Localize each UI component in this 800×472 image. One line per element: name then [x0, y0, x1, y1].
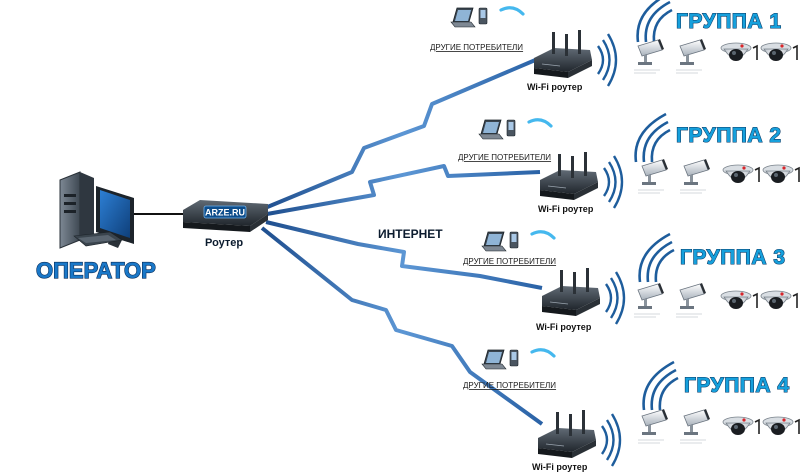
- wifi-router-icon-2: [538, 150, 624, 210]
- wifi-router-icon-1: [532, 28, 618, 88]
- bullet-camera-icon-3b: [675, 282, 707, 318]
- dome-camera-icon-4a: [722, 416, 760, 436]
- wifi-router-icon-4: [536, 408, 622, 468]
- bullet-camera-icon-1a: [633, 38, 665, 74]
- group-title-2: ГРУППА 2: [676, 124, 782, 147]
- dome-camera-icon-2a: [722, 164, 760, 184]
- wireless-waves-icon-4: [642, 360, 679, 411]
- dome-camera-icon-1a: [720, 42, 758, 62]
- internet-label: ИНТЕРНЕТ: [378, 227, 443, 241]
- wireless-waves-icon-1: [636, 0, 673, 43]
- router-label: Роутер: [205, 237, 243, 249]
- internet-link-4: [260, 226, 544, 426]
- wifi-label-4: Wi-Fi роутер: [532, 462, 588, 472]
- consumers-label-3: ДРУГИЕ ПОТРЕБИТЕЛИ: [463, 257, 556, 266]
- bullet-camera-icon-2a: [637, 158, 669, 194]
- group-3: ДРУГИЕ ПОТРЕБИТЕЛИ Wi-Fi роутер ГРУППА 3: [463, 230, 798, 332]
- group-title-1: ГРУППА 1: [676, 10, 782, 33]
- group-title-3: ГРУППА 3: [680, 246, 786, 269]
- wifi-router-icon-3: [540, 266, 626, 326]
- wifi-label-3: Wi-Fi роутер: [536, 322, 592, 332]
- router-brand: ARZE.RU: [205, 208, 245, 218]
- wireless-waves-icon-3: [638, 232, 675, 283]
- internet-link-1: [264, 56, 541, 210]
- group-4: ДРУГИЕ ПОТРЕБИТЕЛИ Wi-Fi роутер ГРУППА 4: [463, 348, 800, 472]
- consumers-label-2: ДРУГИЕ ПОТРЕБИТЕЛИ: [458, 153, 551, 162]
- bullet-camera-icon-4b: [679, 408, 711, 444]
- consumer-devices-1: [449, 6, 525, 29]
- dome-camera-icon-2b: [762, 164, 800, 184]
- dome-camera-icon-1b: [760, 42, 798, 62]
- router-icon: [183, 200, 268, 232]
- consumers-label-4: ДРУГИЕ ПОТРЕБИТЕЛИ: [463, 381, 556, 390]
- dome-camera-icon-3b: [760, 290, 798, 310]
- group-2: ДРУГИЕ ПОТРЕБИТЕЛИ Wi-Fi роутер ГРУППА 2: [458, 112, 800, 214]
- bullet-camera-icon-3a: [633, 282, 665, 318]
- wifi-label-1: Wi-Fi роутер: [527, 82, 583, 92]
- internet-link-3: [265, 220, 543, 290]
- bullet-camera-icon-2b: [679, 158, 711, 194]
- consumer-devices-3: [480, 230, 556, 253]
- consumers-label-1: ДРУГИЕ ПОТРЕБИТЕЛИ: [430, 43, 523, 52]
- wifi-label-2: Wi-Fi роутер: [538, 204, 594, 214]
- internet-link-2: [266, 164, 541, 216]
- bullet-camera-icon-1b: [675, 38, 707, 74]
- dome-camera-icon-3a: [720, 290, 758, 310]
- computer-icon: [59, 171, 134, 249]
- operator-label: ОПЕРАТОР: [36, 258, 156, 283]
- group-1: ДРУГИЕ ПОТРЕБИТЕЛИ Wi-Fi роутер ГРУППА 1: [430, 0, 798, 92]
- wireless-waves-icon-2: [634, 112, 671, 163]
- internet-links: [260, 56, 544, 426]
- dome-camera-icon-4b: [762, 416, 800, 436]
- bullet-camera-icon-4a: [637, 408, 669, 444]
- consumer-devices-4: [480, 348, 556, 371]
- group-title-4: ГРУППА 4: [684, 374, 790, 397]
- consumer-devices-2: [477, 118, 553, 141]
